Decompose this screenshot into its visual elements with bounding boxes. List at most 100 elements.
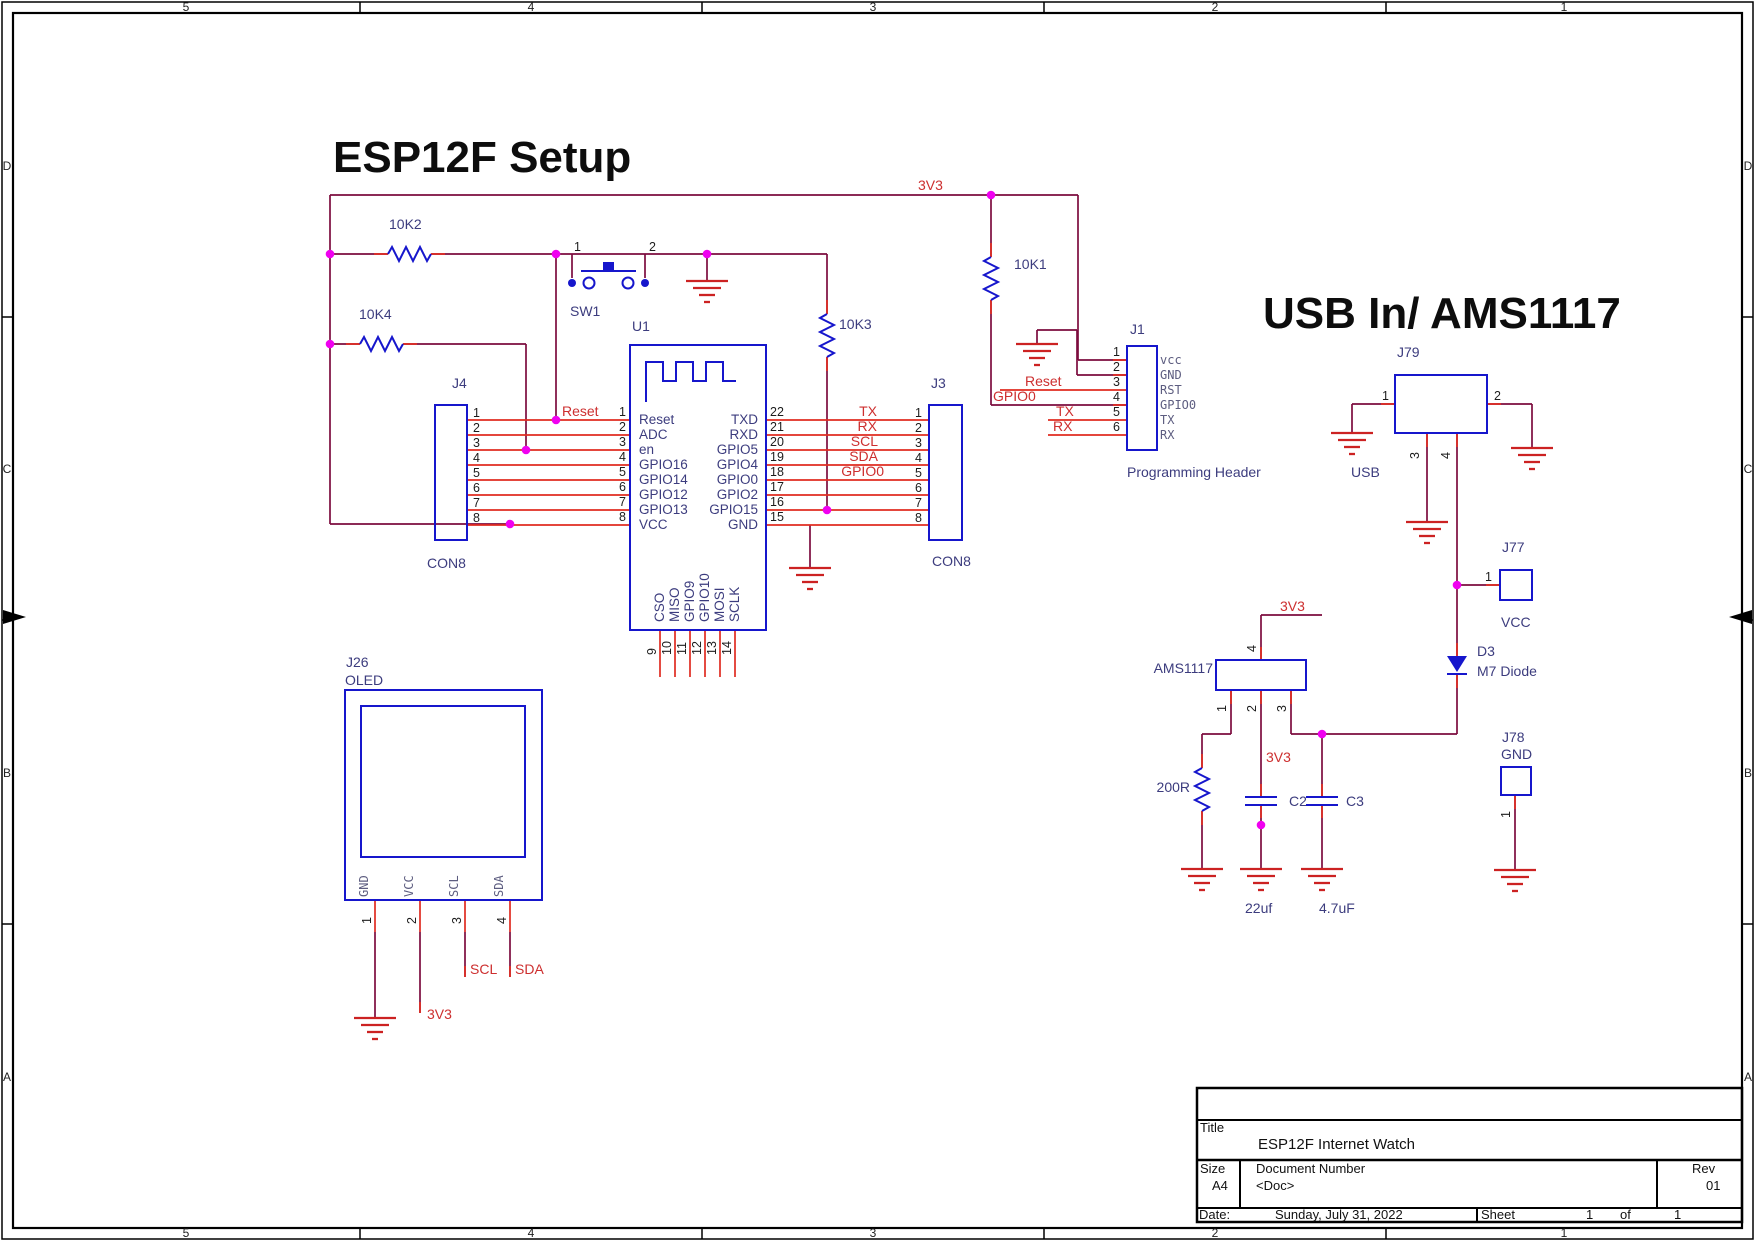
diode-ref: D3 bbox=[1477, 643, 1495, 659]
connector-ref: J3 bbox=[931, 375, 946, 391]
zone-label: C bbox=[1744, 462, 1753, 476]
ground-icon bbox=[1492, 868, 1538, 893]
pin-number: 1 bbox=[1215, 705, 1229, 712]
titleblock-sheet-num: 1 bbox=[1586, 1207, 1593, 1222]
pin-number: 4 bbox=[619, 450, 626, 464]
pin-number: 6 bbox=[619, 480, 626, 494]
titleblock-rev: 01 bbox=[1706, 1178, 1720, 1193]
ic-u1-esp12f: U1 1 2 3 4 5 6 7 8 Reset ADC en GPIO16 G… bbox=[619, 318, 784, 655]
resistor-10k4: 10K4 bbox=[359, 306, 404, 354]
pin-number: 3 bbox=[1408, 452, 1422, 459]
connector-label: GND bbox=[1501, 746, 1532, 762]
pin-number: 1 bbox=[473, 406, 480, 420]
resistor-label: 200R bbox=[1157, 779, 1190, 795]
connector-label: VCC bbox=[1501, 614, 1531, 630]
zone-label: 4 bbox=[528, 0, 535, 14]
capacitor-c3: C3 4.7uF bbox=[1306, 793, 1364, 916]
pin-name: GPIO4 bbox=[717, 457, 759, 472]
net-label-sda: SDA bbox=[849, 448, 878, 464]
pin-name: GPIO13 bbox=[639, 502, 688, 517]
connector-j77-vcc: J77 VCC 1 bbox=[1485, 539, 1533, 630]
net-label-3v3: 3V3 bbox=[1266, 749, 1291, 765]
pin-name: GPIO10 bbox=[697, 573, 712, 622]
resistor-label: 10K2 bbox=[389, 216, 422, 232]
diode-d3: D3 M7 Diode bbox=[1447, 643, 1537, 679]
pin-name: GND bbox=[1160, 368, 1182, 382]
pin-number: 4 bbox=[1113, 390, 1120, 404]
ground-icon bbox=[787, 566, 833, 591]
net-label-3v3: 3V3 bbox=[918, 177, 943, 193]
titleblock-sheet-label: Sheet bbox=[1481, 1207, 1515, 1222]
junction-dots bbox=[325, 190, 1462, 830]
pin-number: 4 bbox=[1439, 452, 1453, 459]
ground-icon bbox=[684, 279, 730, 304]
pin-number: 18 bbox=[770, 465, 784, 479]
zone-label: A bbox=[1744, 1070, 1752, 1084]
net-label-3v3: 3V3 bbox=[1280, 598, 1305, 614]
zone-label: 1 bbox=[1561, 0, 1568, 14]
pin-number: 6 bbox=[915, 481, 922, 495]
resistor-10k1: 10K1 bbox=[981, 256, 1047, 301]
zone-label: C bbox=[3, 462, 12, 476]
antenna-icon bbox=[645, 361, 736, 402]
pin-number: 4 bbox=[495, 917, 509, 924]
pin-number: 2 bbox=[619, 420, 626, 434]
pin-number: 5 bbox=[1113, 405, 1120, 419]
pin-number: 3 bbox=[619, 435, 626, 449]
connector-ref: J1 bbox=[1130, 321, 1145, 337]
pin-name: GPIO14 bbox=[639, 472, 688, 487]
pin-number: 21 bbox=[770, 420, 784, 434]
net-label-scl: SCL bbox=[470, 961, 497, 977]
connector-ref: J26 bbox=[346, 654, 369, 670]
diode-icon bbox=[1447, 656, 1467, 672]
connector-desc: Programming Header bbox=[1127, 464, 1261, 480]
pin-number: 4 bbox=[915, 451, 922, 465]
pin-name: vcc bbox=[1160, 353, 1182, 367]
pin-name: Reset bbox=[639, 412, 675, 427]
pin-name: TXD bbox=[731, 412, 758, 427]
pin-number: 16 bbox=[770, 495, 784, 509]
pin-number: 14 bbox=[720, 641, 734, 655]
fold-arrow-icon bbox=[3, 610, 26, 624]
pin-number: 9 bbox=[645, 648, 659, 655]
pin-number: 2 bbox=[473, 421, 480, 435]
pin-name: ADC bbox=[639, 427, 668, 442]
connector-j26-oled: J26 OLED GND VCC SCL SDA 1 2 3 4 3V3 SCL… bbox=[344, 654, 544, 1022]
capacitor-ref: C2 bbox=[1289, 793, 1307, 809]
diode-desc: M7 Diode bbox=[1477, 663, 1537, 679]
pin-number: 8 bbox=[473, 511, 480, 525]
zone-label: 2 bbox=[1212, 0, 1219, 14]
section-title-usb: USB In/ AMS1117 bbox=[1263, 289, 1621, 338]
connector-ref: J79 bbox=[1397, 344, 1420, 360]
fold-arrow-icon bbox=[1729, 610, 1752, 624]
titleblock-date: Sunday, July 31, 2022 bbox=[1275, 1207, 1403, 1222]
titleblock-doc-label: Document Number bbox=[1256, 1161, 1366, 1176]
connector-j79-usb: J79 USB 1 2 3 4 bbox=[1351, 344, 1501, 480]
pin-number: 19 bbox=[770, 450, 784, 464]
pin-name: GPIO12 bbox=[639, 487, 688, 502]
pin-number: 2 bbox=[1245, 705, 1259, 712]
pin-name: GPIO0 bbox=[1160, 398, 1196, 412]
pin-name: CSO bbox=[652, 593, 667, 622]
pin-name: VCC bbox=[639, 517, 668, 532]
pin-number: 1 bbox=[1113, 345, 1120, 359]
ic-ref: AMS1117 bbox=[1154, 660, 1214, 676]
titleblock-title: ESP12F Internet Watch bbox=[1258, 1136, 1415, 1153]
zone-label: 3 bbox=[870, 1226, 877, 1240]
pin-number: 2 bbox=[405, 917, 419, 924]
ic-ams1117: AMS1117 4 1 2 3 3V3 3V3 bbox=[1154, 598, 1307, 765]
titleblock-date-label: Date: bbox=[1199, 1207, 1230, 1222]
pin-number: 6 bbox=[1113, 420, 1120, 434]
capacitor-value: 22uf bbox=[1245, 900, 1272, 916]
connector-label: USB bbox=[1351, 464, 1380, 480]
pin-name: RST bbox=[1160, 383, 1182, 397]
pin-number: 3 bbox=[473, 436, 480, 450]
pin-number: 3 bbox=[915, 436, 922, 450]
pin-name: GPIO9 bbox=[682, 581, 697, 622]
pin-name: GND bbox=[357, 875, 371, 897]
titleblock-doc: <Doc> bbox=[1256, 1178, 1294, 1193]
connector-ref: J4 bbox=[452, 375, 467, 391]
pin-number: 2 bbox=[1494, 389, 1501, 403]
